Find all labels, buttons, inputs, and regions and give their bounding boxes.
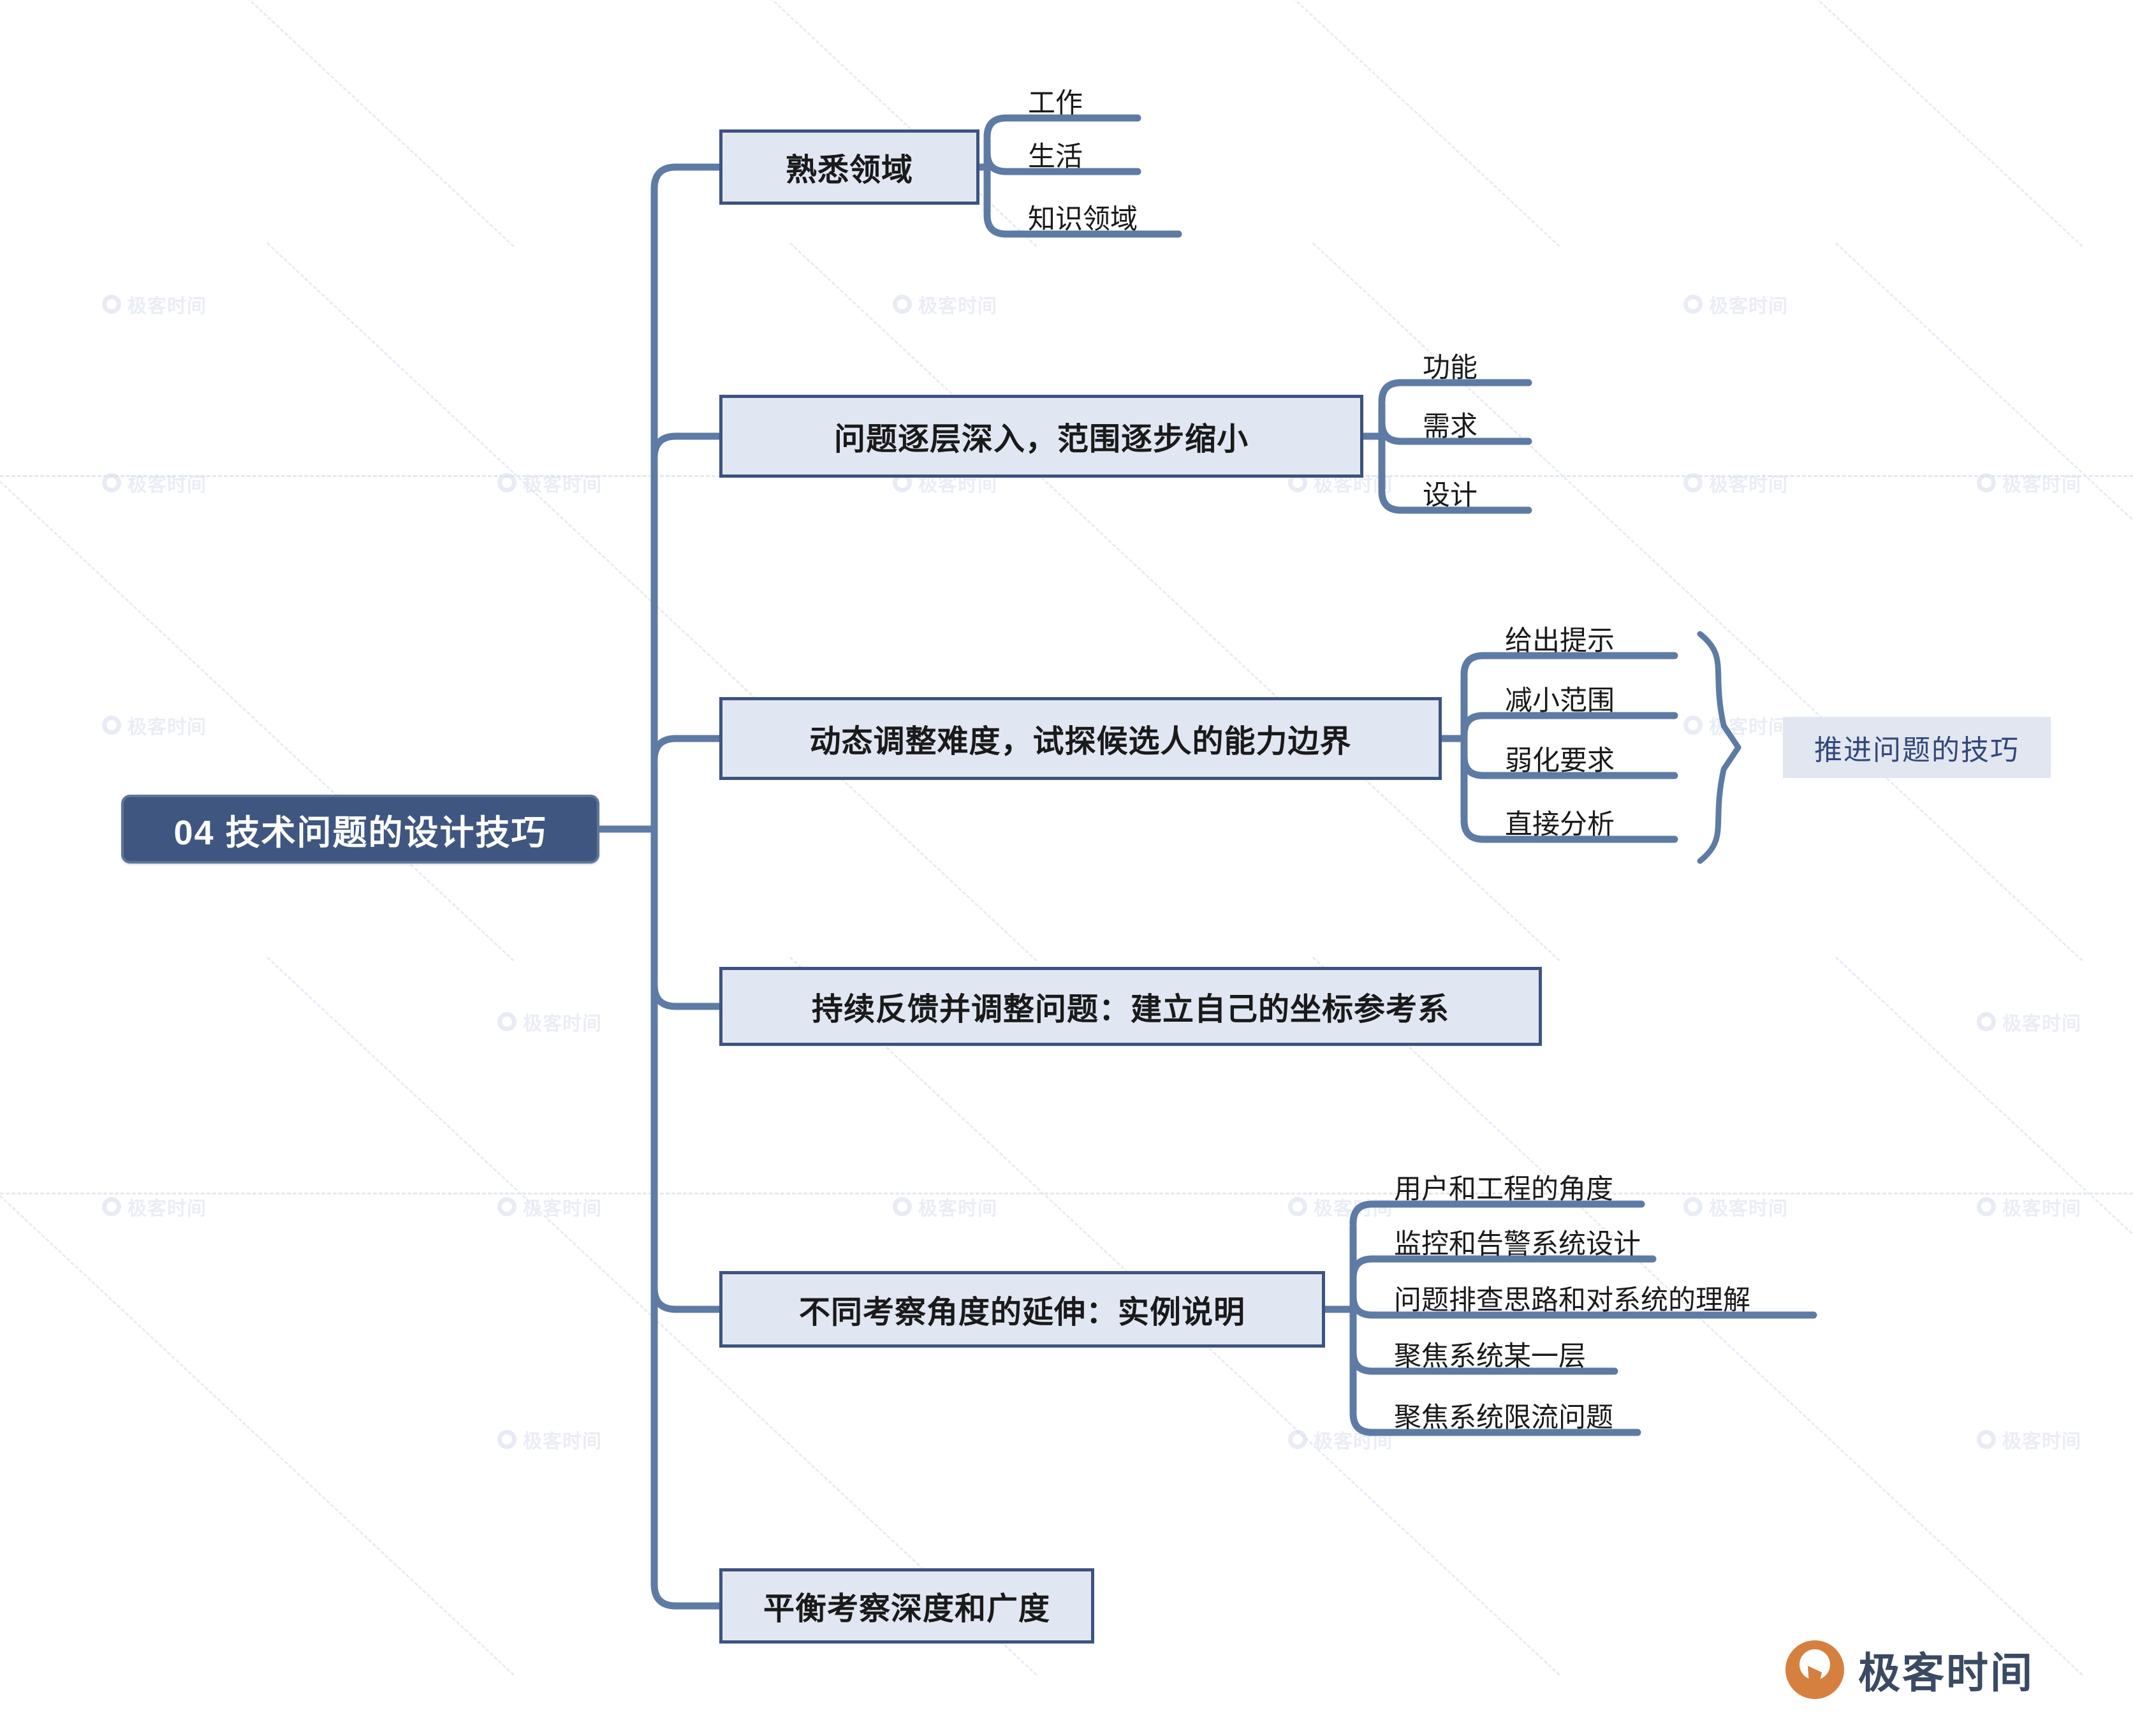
branch-node-0[interactable]: 熟悉领域	[719, 129, 979, 205]
leaf-node-2-1-label: 减小范围	[1505, 686, 1615, 716]
branch-node-4[interactable]: 不同考察角度的延伸：实例说明	[719, 1271, 1325, 1348]
branch-node-4-label: 不同考察角度的延伸：实例说明	[798, 1295, 1245, 1330]
leaf-node-2-3-label: 直接分析	[1505, 809, 1615, 840]
leaf-node-2-2[interactable]: 弱化要求	[1500, 736, 1799, 776]
leaf-node-1-2[interactable]: 设计	[1418, 471, 1653, 510]
root-node[interactable]: 04 技术问题的设计技巧	[121, 795, 599, 864]
leaf-node-4-3-label: 聚焦系统某一层	[1394, 1341, 1586, 1372]
branch-node-5-label: 平衡考察深度和广度	[763, 1591, 1050, 1626]
summary-node-2-label: 推进问题的技巧	[1814, 735, 2019, 766]
leaf-node-4-3[interactable]: 聚焦系统某一层	[1389, 1332, 1740, 1371]
leaf-node-1-1[interactable]: 需求	[1418, 402, 1653, 441]
leaf-node-4-0[interactable]: 用户和工程的角度	[1389, 1165, 1766, 1204]
leaf-node-2-3[interactable]: 直接分析	[1500, 800, 1799, 839]
branch-node-3[interactable]: 持续反馈并调整问题：建立自己的坐标参考系	[719, 967, 1542, 1046]
leaf-node-2-0-label: 给出提示	[1505, 626, 1615, 656]
branch-node-5[interactable]: 平衡考察深度和广度	[719, 1568, 1094, 1644]
branch-node-3-label: 持续反馈并调整问题：建立自己的坐标参考系	[811, 992, 1449, 1027]
leaf-node-0-1[interactable]: 生活	[1023, 132, 1263, 172]
leaf-node-1-1-label: 需求	[1423, 411, 1477, 442]
leaf-node-0-2[interactable]: 知识领域	[1023, 195, 1303, 234]
leaf-node-1-0[interactable]: 功能	[1418, 343, 1653, 383]
leaf-node-4-2[interactable]: 问题排查思路和对系统的理解	[1389, 1276, 1939, 1315]
leaf-node-0-2-label: 知识领域	[1028, 204, 1138, 235]
brand-logo: 极客时间	[1785, 1639, 2034, 1700]
leaf-node-2-2-label: 弱化要求	[1505, 746, 1615, 776]
summary-node-2[interactable]: 推进问题的技巧	[1783, 717, 2051, 778]
branch-node-1-label: 问题逐层深入，范围逐步缩小	[833, 422, 1249, 457]
leaf-node-0-0-label: 工作	[1028, 88, 1083, 119]
branch-node-2-label: 动态调整难度，试探候选人的能力边界	[809, 724, 1352, 759]
branch-node-1[interactable]: 问题逐层深入，范围逐步缩小	[719, 395, 1363, 478]
leaf-node-2-0[interactable]: 给出提示	[1500, 616, 1799, 656]
leaf-node-1-2-label: 设计	[1423, 480, 1477, 511]
leaf-node-4-0-label: 用户和工程的角度	[1394, 1174, 1613, 1205]
root-node-label: 04 技术问题的设计技巧	[173, 813, 547, 852]
brand-logo-text: 极客时间	[1858, 1649, 2034, 1696]
leaf-node-4-1[interactable]: 监控和告警系统设计	[1389, 1219, 1778, 1259]
branch-node-2[interactable]: 动态调整难度，试探候选人的能力边界	[719, 697, 1442, 780]
leaf-node-2-1[interactable]: 减小范围	[1500, 676, 1799, 716]
leaf-node-4-2-label: 问题排查思路和对系统的理解	[1394, 1285, 1750, 1316]
leaf-node-0-0[interactable]: 工作	[1023, 78, 1263, 118]
leaf-node-4-4-label: 聚焦系统限流问题	[1394, 1402, 1613, 1433]
leaf-node-1-0-label: 功能	[1423, 353, 1477, 383]
leaf-node-4-4[interactable]: 聚焦系统限流问题	[1389, 1393, 1763, 1432]
geektime-pin-icon	[1785, 1640, 1844, 1699]
branch-node-0-label: 熟悉领域	[785, 152, 913, 188]
leaf-node-4-1-label: 监控和告警系统设计	[1394, 1229, 1641, 1260]
leaf-node-0-1-label: 生活	[1028, 142, 1083, 172]
